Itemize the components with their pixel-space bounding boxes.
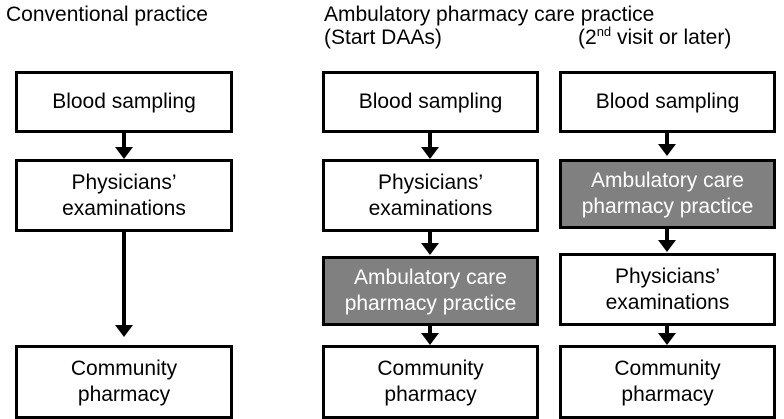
node-label-line2: examinations xyxy=(62,196,186,220)
arrow-physicians-to-community xyxy=(122,232,126,326)
node-blood-sampling: Blood sampling xyxy=(15,71,233,133)
node-label-line1: Community xyxy=(70,357,178,380)
column-start-daas: Blood sampling Physicians’ examinations … xyxy=(322,0,539,419)
node-blood-sampling: Blood sampling xyxy=(559,71,776,133)
node-label: Blood sampling xyxy=(595,90,740,113)
node-label-line2: examinations xyxy=(605,290,730,314)
node-label-line2: pharmacy practice xyxy=(344,292,517,315)
node-physicians-examinations: Physicians’ examinations xyxy=(559,253,776,326)
node-physicians-examinations: Physicians’ examinations xyxy=(322,159,539,232)
arrow-blood-to-ambulatory xyxy=(665,133,669,145)
node-label: Blood sampling xyxy=(52,90,196,113)
node-ambulatory-care-pharmacy-practice: Ambulatory care pharmacy practice xyxy=(322,256,539,326)
node-label-line1: Physicians’ xyxy=(377,170,484,194)
arrow-blood-to-physicians xyxy=(428,133,432,148)
node-physicians-examinations: Physicians’ examinations xyxy=(15,159,233,232)
node-label-line2: pharmacy practice xyxy=(581,195,754,218)
node-blood-sampling: Blood sampling xyxy=(322,71,539,133)
node-label-line1: Physicians’ xyxy=(71,170,177,194)
node-label-line1: Community xyxy=(377,357,484,380)
node-label-line2: pharmacy xyxy=(621,383,714,406)
arrow-ambulatory-to-community xyxy=(428,326,432,334)
node-community-pharmacy: Community pharmacy xyxy=(15,345,233,419)
column-header-ambulatory-main: Ambulatory pharmacy care practice xyxy=(324,3,655,26)
node-label: Blood sampling xyxy=(358,90,503,113)
arrow-blood-to-physicians xyxy=(122,133,126,148)
node-label-line1: Community xyxy=(614,357,721,380)
node-label-line2: examinations xyxy=(368,196,493,220)
column-second-visit-or-later: Blood sampling Ambulatory care pharmacy … xyxy=(559,0,776,419)
column-subheader-second-visit: (2nd visit or later) xyxy=(578,25,731,50)
subheader-open-paren: (2 xyxy=(578,26,597,49)
node-label-line2: pharmacy xyxy=(77,383,171,406)
arrow-physicians-to-community xyxy=(665,326,669,334)
column-conventional-practice: Blood sampling Physicians’ examinations … xyxy=(15,0,233,419)
node-ambulatory-care-pharmacy-practice: Ambulatory care pharmacy practice xyxy=(559,159,776,229)
node-community-pharmacy: Community pharmacy xyxy=(322,345,539,419)
node-label-line1: Ambulatory care xyxy=(591,169,744,192)
column-subheader-start-daas: (Start DAAs) xyxy=(324,26,442,49)
subheader-rest: visit or later) xyxy=(611,26,732,49)
column-header-conventional: Conventional practice xyxy=(6,3,208,26)
arrow-physicians-to-ambulatory xyxy=(428,232,432,244)
node-label-line1: Ambulatory care xyxy=(354,266,507,289)
node-label-line2: pharmacy xyxy=(384,383,477,406)
arrow-ambulatory-to-physicians xyxy=(665,229,669,241)
node-community-pharmacy: Community pharmacy xyxy=(559,345,776,419)
node-label-line1: Physicians’ xyxy=(614,264,721,288)
ordinal-superscript: nd xyxy=(596,24,612,39)
